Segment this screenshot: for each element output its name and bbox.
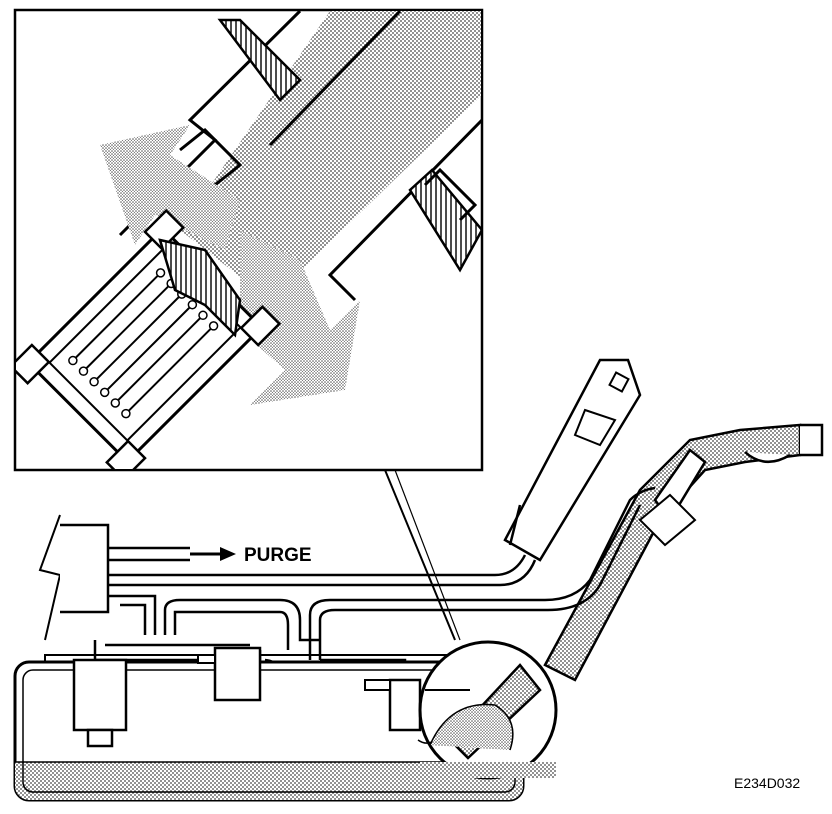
fuel-cap: [800, 423, 824, 457]
tank-valve-3: [364, 678, 422, 732]
detail-callout-circle: [417, 640, 558, 780]
tank-valve-1: [72, 658, 128, 748]
purge-label: PURGE: [244, 545, 312, 566]
purge-indicator: PURGE: [190, 545, 312, 566]
callout-leader: [384, 469, 456, 641]
figure-code: E234D032: [734, 775, 800, 791]
vent-piping: [38, 486, 656, 712]
flow-arrow-up-left: [100, 125, 240, 250]
flange-upper: [217, 18, 302, 102]
purge-arrow-icon: [220, 547, 236, 561]
tank-valve-2: [197, 646, 262, 702]
refuel-nozzle: [503, 358, 642, 562]
valve-spring: [68, 268, 219, 419]
flow-arrow-down-right: [240, 230, 360, 405]
valve-seat: [158, 238, 242, 338]
main-tube-shading: [180, 11, 481, 300]
detail-inset: [13, 8, 484, 472]
filler-neck: [543, 423, 824, 682]
flange-lower: [408, 168, 481, 273]
